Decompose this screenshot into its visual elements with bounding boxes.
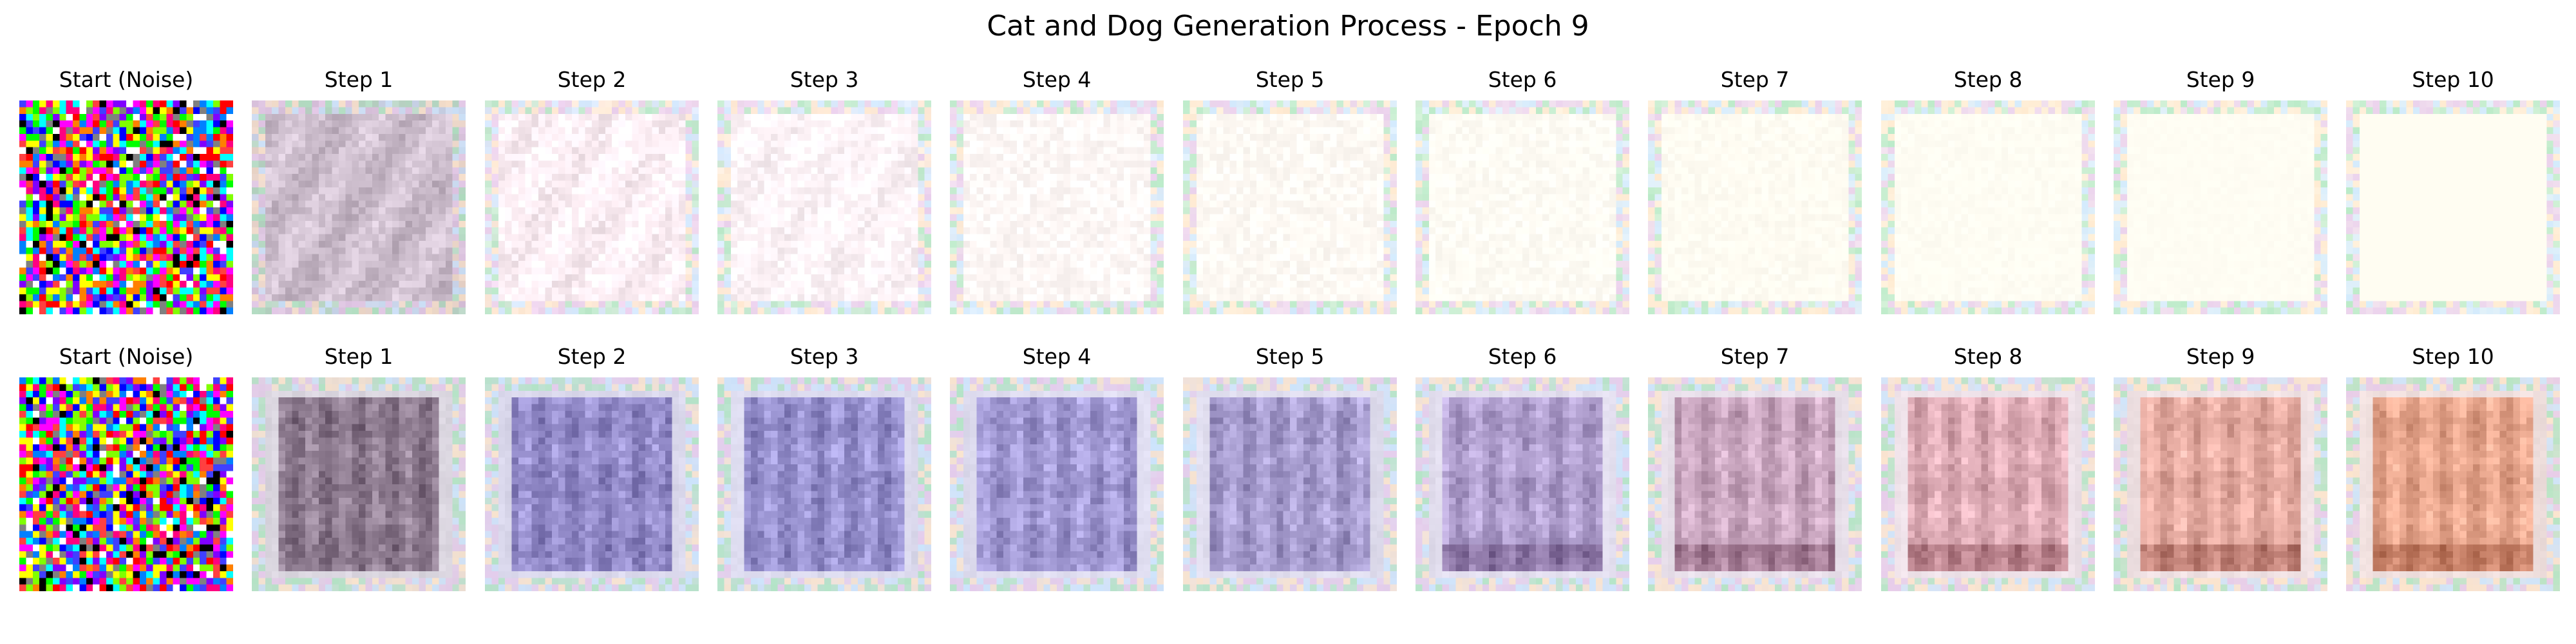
- panel-step-6: Step 6: [1416, 344, 1629, 601]
- panel-label: Start (Noise): [59, 67, 194, 92]
- panel-step-4: Step 4: [950, 67, 1164, 325]
- panel-start-noise: Start (Noise): [19, 344, 233, 601]
- panel-label: Step 6: [1488, 67, 1557, 92]
- panel-step-4: Step 4: [950, 344, 1164, 601]
- image-tile: [2346, 377, 2560, 591]
- figure-title: Cat and Dog Generation Process - Epoch 9: [987, 10, 1589, 43]
- panel-label: Step 5: [1255, 344, 1325, 369]
- panel-label: Step 10: [2412, 67, 2494, 92]
- panel-step-2: Step 2: [485, 344, 699, 601]
- image-tile: [485, 100, 699, 314]
- panel-label: Start (Noise): [59, 344, 194, 369]
- panel-step-9: Step 9: [2114, 67, 2327, 325]
- panel-label: Step 4: [1022, 67, 1092, 92]
- panel-step-1: Step 1: [252, 67, 466, 325]
- panel-step-3: Step 3: [717, 67, 931, 325]
- panel-label: Step 3: [790, 344, 859, 369]
- image-tile: [252, 377, 466, 591]
- image-tile: [717, 100, 931, 314]
- panel-step-9: Step 9: [2114, 344, 2327, 601]
- image-tile: [1183, 377, 1397, 591]
- image-tile: [2114, 377, 2327, 591]
- panel-label: Step 7: [1720, 67, 1790, 92]
- image-tile: [2346, 100, 2560, 314]
- panel-start-noise: Start (Noise): [19, 67, 233, 325]
- panel-step-5: Step 5: [1183, 67, 1397, 325]
- panel-label: Step 5: [1255, 67, 1325, 92]
- panel-step-3: Step 3: [717, 344, 931, 601]
- image-tile: [1881, 100, 2095, 314]
- image-tile: [1648, 100, 1862, 314]
- panel-label: Step 2: [557, 67, 627, 92]
- image-tile: [485, 377, 699, 591]
- panel-label: Step 1: [324, 67, 393, 92]
- row-1: Start (Noise) Step 1 Step 2 Step 3 Step …: [0, 67, 2576, 325]
- panel-step-6: Step 6: [1416, 67, 1629, 325]
- panel-label: Step 8: [1953, 67, 2023, 92]
- image-tile: [1416, 377, 1629, 591]
- image-tile: [950, 377, 1164, 591]
- panel-label: Step 2: [557, 344, 627, 369]
- panel-step-2: Step 2: [485, 67, 699, 325]
- image-tile: [1648, 377, 1862, 591]
- panel-step-10: Step 10: [2346, 344, 2560, 601]
- image-tile: [1881, 377, 2095, 591]
- panel-step-5: Step 5: [1183, 344, 1397, 601]
- panel-label: Step 10: [2412, 344, 2494, 369]
- panel-label: Step 3: [790, 67, 859, 92]
- image-tile: [19, 100, 233, 314]
- panel-step-1: Step 1: [252, 344, 466, 601]
- panel-label: Step 4: [1022, 344, 1092, 369]
- panel-step-8: Step 8: [1881, 344, 2095, 601]
- panel-label: Step 9: [2186, 67, 2255, 92]
- panel-label: Step 8: [1953, 344, 2023, 369]
- panel-step-10: Step 10: [2346, 67, 2560, 325]
- image-tile: [1183, 100, 1397, 314]
- image-tile: [950, 100, 1164, 314]
- row-2: Start (Noise) Step 1 Step 2 Step 3 Step …: [0, 344, 2576, 601]
- panel-label: Step 6: [1488, 344, 1557, 369]
- image-tile: [1416, 100, 1629, 314]
- image-tile: [717, 377, 931, 591]
- panel-step-8: Step 8: [1881, 67, 2095, 325]
- panel-label: Step 1: [324, 344, 393, 369]
- panel-step-7: Step 7: [1648, 67, 1862, 325]
- panel-step-7: Step 7: [1648, 344, 1862, 601]
- image-tile: [252, 100, 466, 314]
- panel-label: Step 9: [2186, 344, 2255, 369]
- panel-label: Step 7: [1720, 344, 1790, 369]
- image-tile: [2114, 100, 2327, 314]
- image-tile: [19, 377, 233, 591]
